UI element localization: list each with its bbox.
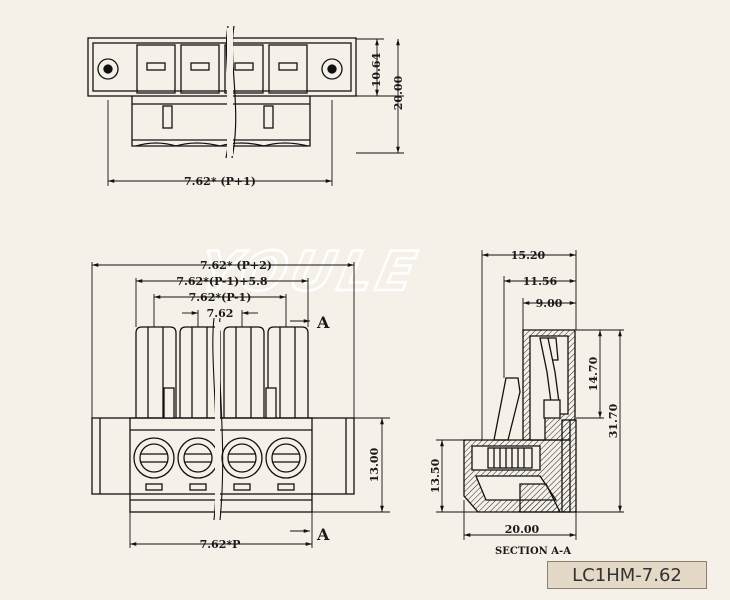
front-body (129, 417, 313, 513)
wire-opening-4 (277, 483, 295, 491)
dim-13-50: 13.50 (429, 458, 442, 493)
dim-overall-width: 7.62* (P+2) (200, 259, 272, 272)
wire-opening-3 (233, 483, 251, 491)
section-marker-bottom: A (316, 525, 330, 544)
front-prong-4 (267, 326, 309, 418)
screw-center-right (327, 64, 337, 74)
dim-9-00: 9.00 (536, 297, 563, 310)
screw-center-left (103, 64, 113, 74)
terminal-screw-4 (265, 437, 307, 479)
wire-opening-2 (189, 483, 207, 491)
dim-bottom-width: 7.62*P (200, 538, 241, 551)
dim-11-56: 11.56 (523, 275, 558, 288)
dim-pitch: 7.62 (207, 307, 234, 320)
dim-10-64: 10.64 (370, 52, 383, 87)
top-latch-right (263, 105, 274, 129)
watermark-text: YOULE (194, 240, 426, 303)
front-view (91, 317, 355, 521)
terminal-screw-2 (177, 437, 219, 479)
dim-20-00-section: 20.00 (505, 523, 540, 536)
front-prong-1 (135, 326, 177, 418)
dim-31-70: 31.70 (607, 403, 620, 438)
top-slot-3 (224, 44, 264, 94)
section-view (463, 329, 577, 513)
dim-14-70: 14.70 (587, 356, 600, 391)
section-screw (487, 447, 533, 469)
dim-pin-span: 7.62*(P-1) (189, 291, 252, 304)
dim-13-00: 13.00 (368, 447, 381, 482)
terminal-screw-3 (221, 437, 263, 479)
top-slot-4 (268, 44, 308, 94)
front-prong-3 (223, 326, 265, 418)
screw-hole-left (97, 58, 119, 80)
top-slot-2 (180, 44, 220, 94)
dim-flange-width: 7.62*(P-1)+5.8 (176, 275, 268, 288)
section-title: SECTION A-A (495, 546, 571, 557)
dim-15-20: 15.20 (511, 249, 546, 262)
dim-top-width: 7.62* (P+1) (184, 175, 256, 188)
part-number-label: LC1HM-7.62 (547, 561, 707, 589)
terminal-screw-1 (133, 437, 175, 479)
top-view (87, 25, 357, 159)
top-slot-1 (136, 44, 176, 94)
top-flange-inner (92, 42, 352, 92)
section-marker-top: A (316, 313, 330, 332)
top-flange-outline (87, 37, 357, 97)
top-latch-left (162, 105, 173, 129)
wire-opening-1 (145, 483, 163, 491)
dim-20-00-top: 20.00 (392, 75, 405, 110)
screw-hole-right (321, 58, 343, 80)
